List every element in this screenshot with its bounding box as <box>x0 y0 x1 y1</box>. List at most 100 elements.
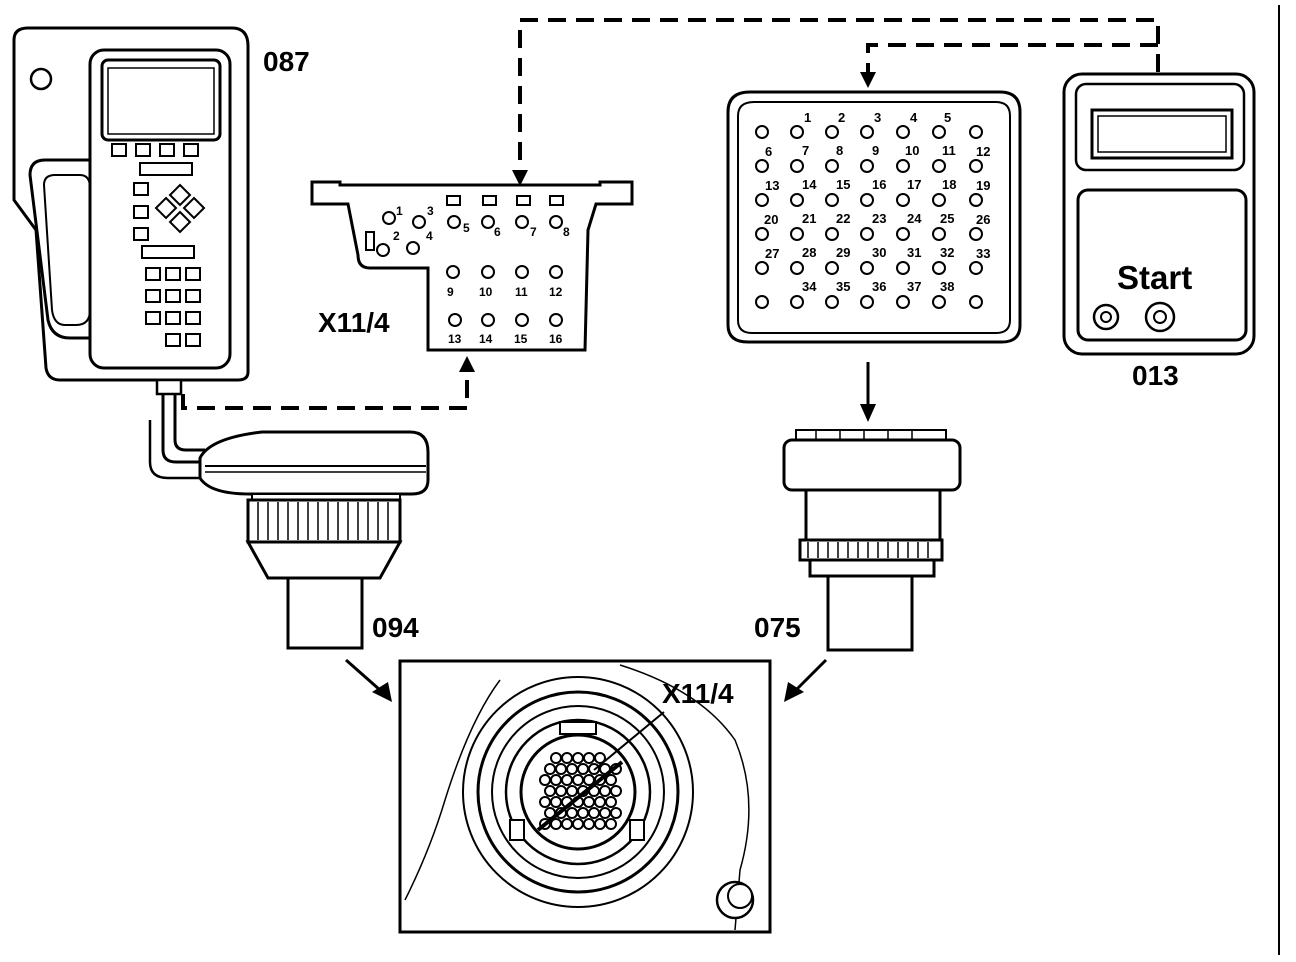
socket-pin-7 <box>515 215 529 229</box>
detail-connector-pins <box>539 752 622 830</box>
socket-pin-label: 6 <box>494 225 501 239</box>
box-pin <box>825 159 839 173</box>
detail-pin <box>561 752 573 764</box>
box-pin <box>790 227 804 241</box>
box-pin-label: 10 <box>905 143 919 158</box>
box-pin-label: 25 <box>940 211 954 226</box>
box-pin-label: 33 <box>976 246 990 261</box>
box-pin <box>825 227 839 241</box>
label-013: 013 <box>1132 360 1179 391</box>
detail-pin <box>599 785 611 797</box>
arrow-icon <box>784 682 804 702</box>
detail-pin <box>577 763 589 775</box>
box-pin-label: 9 <box>872 143 879 158</box>
box-pin <box>969 159 983 173</box>
box-pin-label: 21 <box>802 211 816 226</box>
socket-pin-11 <box>515 265 529 279</box>
detail-pin <box>572 752 584 764</box>
socket-pin-label: 14 <box>479 332 493 346</box>
box-pin <box>896 159 910 173</box>
socket-pin-label: 13 <box>448 332 462 346</box>
box-pin-label: 24 <box>907 211 922 226</box>
socket-pin-14 <box>481 313 495 327</box>
connection-lines <box>181 18 1160 410</box>
box-pin-label: 22 <box>836 211 850 226</box>
socket-pin-label: 2 <box>393 229 400 243</box>
tester-keypad <box>111 143 206 347</box>
box-pin <box>790 125 804 139</box>
box-pin-label: 14 <box>802 177 817 192</box>
box-pin <box>755 125 769 139</box>
box-pin <box>755 295 769 309</box>
detail-pin <box>544 785 556 797</box>
socket-pin-label: 12 <box>549 285 563 299</box>
box-pin <box>860 295 874 309</box>
box-pin <box>755 159 769 173</box>
detail-pin <box>572 818 584 830</box>
box-pin-label: 35 <box>836 279 850 294</box>
box-pin-label: 30 <box>872 245 886 260</box>
box-pin <box>860 227 874 241</box>
socket-pin-4 <box>406 241 420 255</box>
box-pin <box>932 125 946 139</box>
box-pin <box>825 125 839 139</box>
socket-pin-5 <box>447 215 461 229</box>
detail-pin <box>561 818 573 830</box>
detail-pin <box>566 807 578 819</box>
detail-pin <box>561 774 573 786</box>
detail-pin <box>583 752 595 764</box>
detail-view-x11-4 <box>398 659 772 934</box>
box-pin <box>932 295 946 309</box>
socket-pin-label: 8 <box>563 225 570 239</box>
box-pin <box>790 193 804 207</box>
box-pin <box>790 295 804 309</box>
box-pin-label: 2 <box>838 110 845 125</box>
box-pin <box>896 227 910 241</box>
detail-pin <box>566 763 578 775</box>
arrow-down-icon <box>512 170 528 186</box>
box-pin-label: 16 <box>872 177 886 192</box>
box-pin-label: 1 <box>804 110 811 125</box>
label-094: 094 <box>372 612 419 643</box>
socket-pin-label: 11 <box>515 285 528 299</box>
box-pin-label: 6 <box>765 144 772 159</box>
detail-pin <box>583 796 595 808</box>
detail-pin <box>555 785 567 797</box>
detail-pin <box>594 752 606 764</box>
test-box-075 <box>726 90 1022 344</box>
box-pin <box>969 227 983 241</box>
socket-pin-label: 10 <box>479 285 493 299</box>
box-pin-label: 28 <box>802 245 816 260</box>
detail-pin <box>605 774 617 786</box>
box-pin <box>790 261 804 275</box>
arrow-icon <box>372 682 392 702</box>
detail-pin <box>550 774 562 786</box>
box-pin <box>969 125 983 139</box>
socket-pin-label: 7 <box>530 225 537 239</box>
label-detail-x11-4: X11/4 <box>662 678 734 709</box>
detail-pin <box>544 763 556 775</box>
box-pin-label: 20 <box>764 212 778 227</box>
box-pin-label: 18 <box>942 177 956 192</box>
box-pin <box>755 261 769 275</box>
detail-pin <box>539 796 551 808</box>
socket-jack-icon <box>1144 301 1176 333</box>
detail-pin <box>539 774 551 786</box>
box-pin-label: 27 <box>765 246 779 261</box>
box-pin-label: 29 <box>836 245 850 260</box>
box-pin <box>860 193 874 207</box>
socket-pin-label: 9 <box>447 285 454 299</box>
box-pin <box>860 159 874 173</box>
label-087: 087 <box>263 46 310 77</box>
box-pin <box>825 193 839 207</box>
detail-pin <box>550 752 562 764</box>
box-pin-label: 7 <box>802 143 809 158</box>
socket-pin-2 <box>376 243 390 257</box>
arrow-down-icon <box>860 72 876 88</box>
detail-pin <box>566 785 578 797</box>
box-pin-label: 26 <box>976 212 990 227</box>
box-pin-label: 15 <box>836 177 850 192</box>
box-pin <box>969 261 983 275</box>
socket-pin-6 <box>481 215 495 229</box>
